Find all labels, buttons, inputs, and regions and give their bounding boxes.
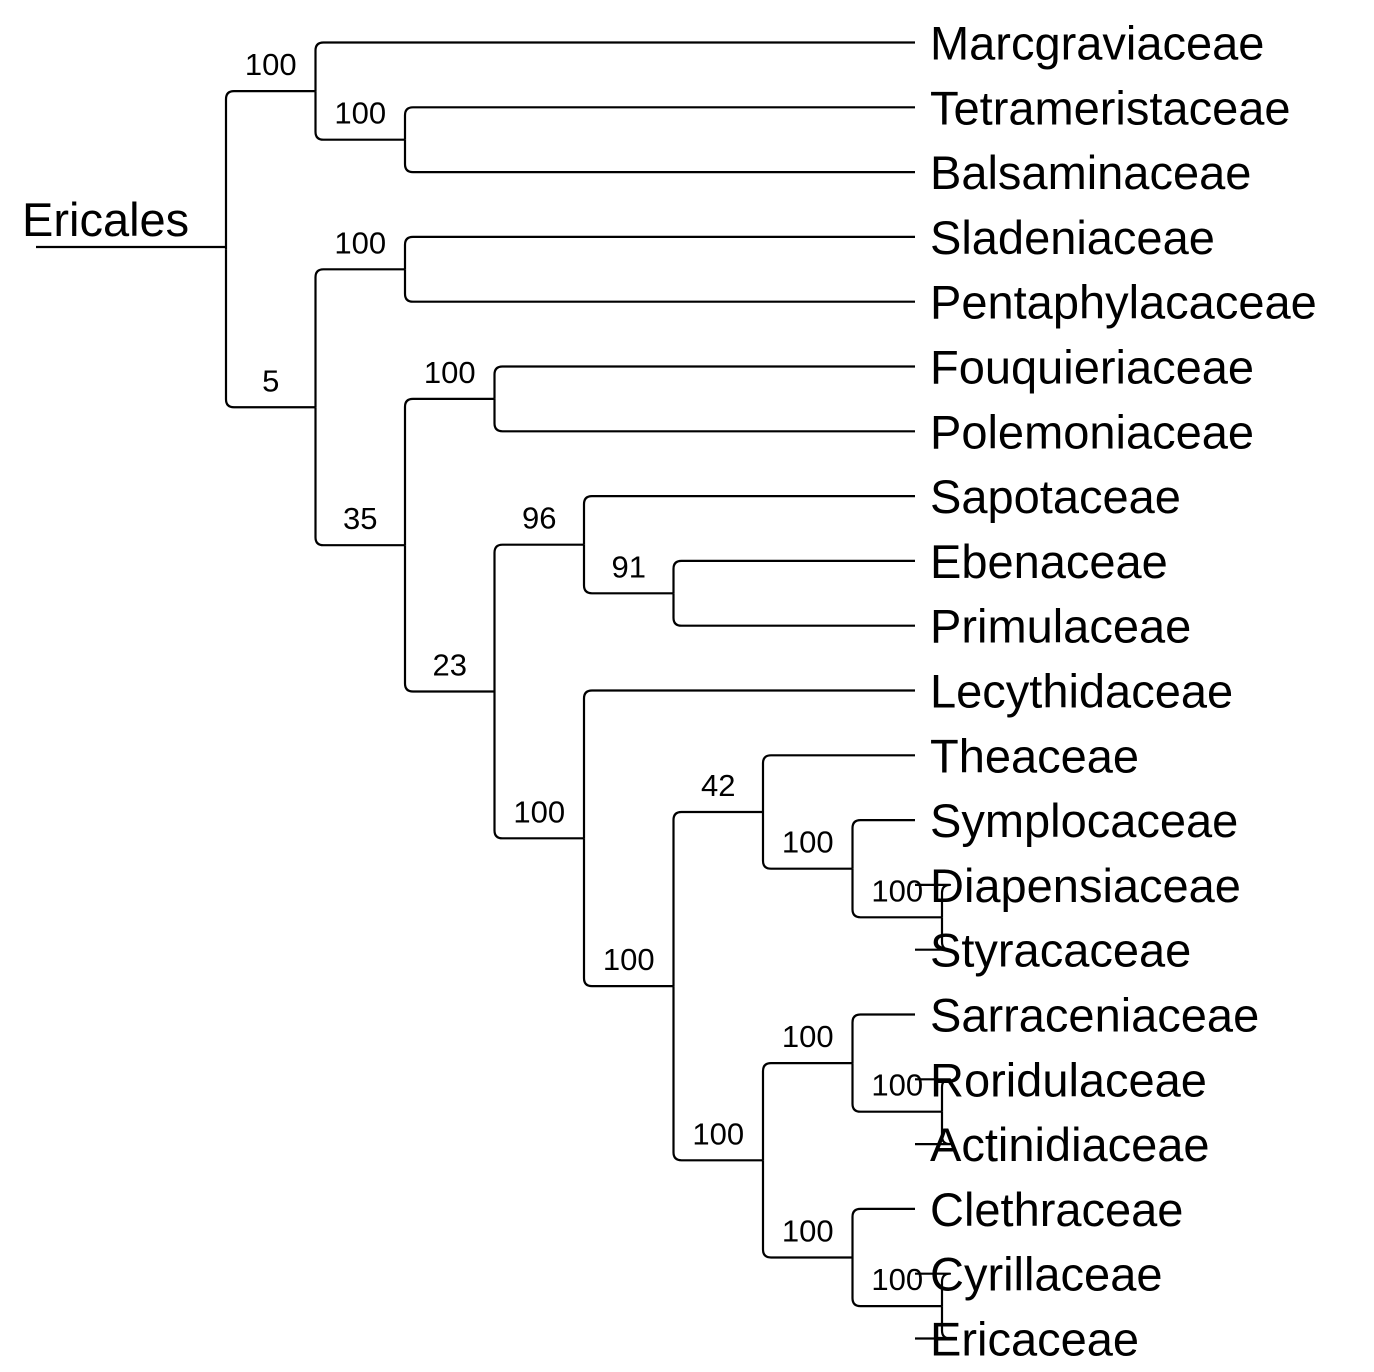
branch-segment	[915, 1111, 952, 1146]
branch-segment	[851, 819, 915, 869]
branch-segment	[403, 545, 495, 693]
branch-segment	[314, 91, 405, 141]
branch-segment	[582, 689, 915, 839]
branch-segment	[851, 1207, 915, 1258]
branch-segment	[582, 838, 674, 988]
support-value: 100	[334, 225, 386, 260]
support-value: 100	[782, 1019, 834, 1054]
branch-segment	[493, 365, 915, 399]
branch-segment	[403, 139, 915, 174]
support-value: 91	[612, 549, 646, 584]
branch-segment	[915, 1306, 952, 1340]
tree-branches	[224, 41, 952, 1340]
branch-segment	[851, 1063, 942, 1113]
support-value: 100	[603, 942, 655, 977]
branch-segment	[851, 1013, 915, 1064]
taxon-label: Theaceae	[930, 729, 1139, 782]
support-value: 100	[424, 355, 476, 390]
support-value: 96	[522, 501, 556, 536]
branch-segment	[403, 235, 915, 270]
taxon-label: Ebenaceae	[930, 535, 1168, 588]
support-value: 35	[343, 501, 377, 536]
branch-segment	[915, 1078, 952, 1112]
taxon-label: Symplocaceae	[930, 794, 1238, 847]
branch-segment	[915, 883, 952, 918]
branch-segment	[851, 868, 942, 919]
branch-segment	[582, 544, 674, 595]
branch-segment	[582, 495, 915, 545]
branch-segment	[672, 986, 763, 1162]
branch-segment	[403, 106, 915, 140]
taxon-label: Ericaceae	[930, 1313, 1139, 1366]
taxon-label: Lecythidaceae	[930, 665, 1233, 718]
taxon-label: Actinidiaceae	[930, 1118, 1210, 1171]
taxon-label: Sapotaceae	[930, 470, 1181, 523]
branch-segment	[915, 917, 952, 951]
support-value: 42	[701, 768, 735, 803]
support-value: 100	[871, 873, 923, 908]
branch-segment	[314, 268, 405, 408]
support-value: 100	[871, 1262, 923, 1297]
branch-segment	[224, 90, 316, 250]
branch-segment	[672, 810, 763, 987]
branch-segment	[761, 754, 915, 812]
support-value: 100	[245, 47, 297, 82]
root-label: Ericales	[22, 193, 189, 246]
branch-segment	[314, 407, 405, 547]
branch-segment	[314, 41, 915, 92]
branch-segment	[224, 249, 316, 409]
branch-segment	[403, 397, 495, 546]
taxon-label: Clethraceae	[930, 1183, 1183, 1236]
branch-segment	[493, 691, 584, 840]
branch-segment	[761, 1062, 853, 1161]
branch-segment	[851, 1257, 942, 1308]
branch-segment	[761, 812, 853, 870]
support-value: 100	[782, 825, 834, 860]
taxon-label: Marcgraviaceae	[930, 17, 1264, 70]
support-value: 100	[513, 794, 565, 829]
support-value: 23	[433, 648, 467, 683]
taxon-label: Primulaceae	[930, 600, 1191, 653]
taxon-label: Sladeniaceae	[930, 211, 1215, 264]
taxon-label: Diapensiaceae	[930, 859, 1241, 912]
taxon-label: Roridulaceae	[930, 1053, 1207, 1106]
branch-segment	[915, 1272, 952, 1307]
taxon-label: Cyrillaceae	[930, 1248, 1162, 1301]
support-value: 100	[334, 96, 386, 131]
branch-segment	[672, 593, 915, 627]
support-value: 100	[692, 1116, 744, 1151]
branch-segment	[672, 559, 915, 594]
taxon-label: Polemoniaceae	[930, 405, 1254, 458]
support-value: 5	[262, 363, 279, 398]
taxon-label: Fouquieriaceae	[930, 341, 1254, 394]
support-value: 100	[871, 1068, 923, 1103]
taxon-label: Styracaceae	[930, 924, 1191, 977]
branch-segment	[403, 269, 915, 303]
branch-segment	[761, 1160, 853, 1259]
support-value: 100	[782, 1214, 834, 1249]
taxon-label: Sarraceniaceae	[930, 989, 1259, 1042]
branch-segment	[493, 398, 915, 433]
taxon-label: Pentaphylacaceae	[930, 276, 1317, 329]
taxon-label: Balsaminaceae	[930, 146, 1251, 199]
taxon-label: Tetrameristaceae	[930, 81, 1291, 134]
branch-segment	[493, 543, 584, 692]
